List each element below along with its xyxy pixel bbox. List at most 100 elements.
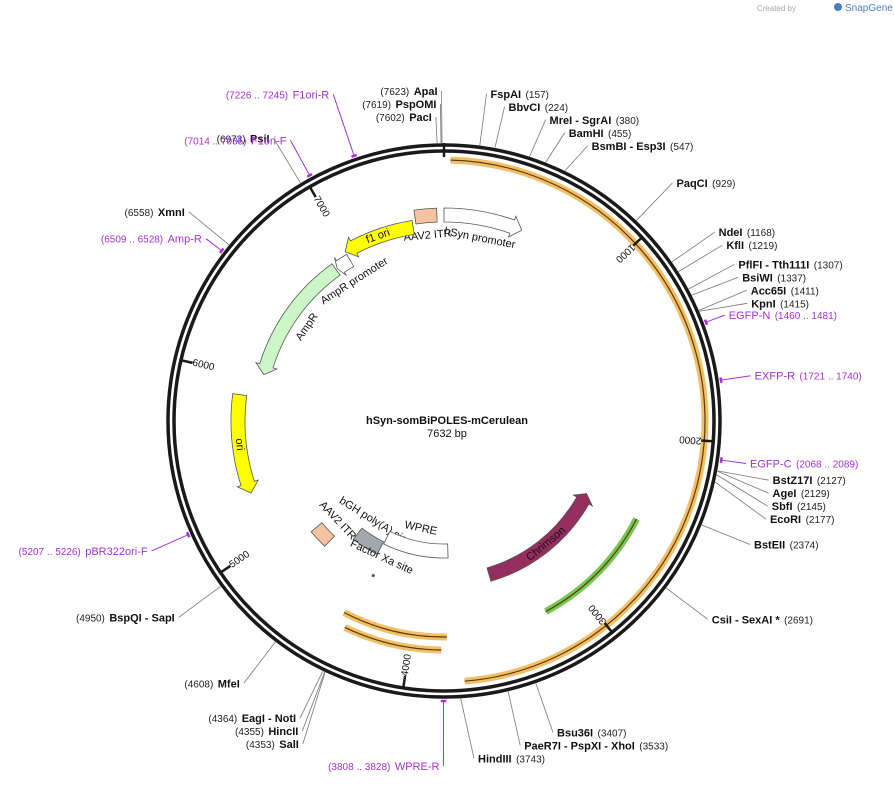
primer-leader — [720, 375, 751, 381]
primer-exfp-r[interactable]: EXFP-R (1721 .. 1740) — [755, 367, 862, 384]
enzyme-bsmbi-esp3i[interactable]: BsmBI - Esp3I (547) — [592, 137, 694, 154]
enzyme-bsu36i[interactable]: Bsu36I (3407) — [557, 723, 626, 740]
enzyme-fspai[interactable]: FspAI (157) — [491, 85, 549, 102]
primer-leader — [332, 94, 355, 156]
annotation-arcs — [342, 156, 709, 685]
primer-leader — [151, 534, 189, 552]
feature-ampr[interactable] — [254, 263, 341, 376]
snapgene-logo: SnapGene — [834, 3, 893, 14]
enzyme-paci[interactable]: (7602) PacI — [376, 108, 432, 125]
primer-leader — [721, 459, 747, 465]
enzyme-bsiwi[interactable]: BsiWI (1337) — [742, 268, 806, 285]
enzyme-leader — [435, 116, 438, 144]
enzyme-leader — [717, 470, 769, 481]
enzyme-mfei[interactable]: (4608) MfeI — [184, 674, 239, 691]
primer-site — [703, 319, 709, 326]
primer-site — [719, 457, 723, 463]
primer-amp-r[interactable]: (6509 .. 6528) Amp-R — [101, 230, 202, 247]
feature-ampr-promoter[interactable] — [333, 253, 355, 276]
enzyme-mrei-sgrai[interactable]: MreI - SgrAI (380) — [550, 111, 640, 128]
scale-tick — [219, 564, 232, 574]
feature-ori[interactable] — [230, 393, 260, 494]
enzyme-leader — [529, 119, 546, 157]
enzyme-acc65i[interactable]: Acc65I (1411) — [751, 281, 819, 298]
enzyme-leader — [273, 138, 301, 184]
enzyme-kfli[interactable]: KflI (1219) — [726, 236, 777, 253]
primer-site — [219, 247, 225, 254]
enzyme-leader — [440, 104, 442, 144]
annotation-arc-core — [343, 611, 447, 638]
enzyme-sbfi[interactable]: SbfI (2145) — [772, 497, 826, 514]
enzyme-sali[interactable]: (4353) SalI — [246, 735, 299, 752]
scale-tick — [603, 622, 614, 634]
feature-aav2-itr[interactable] — [310, 522, 335, 547]
snapgene-brand-label: SnapGene — [845, 3, 893, 14]
feature-bgh-poly-a-signal[interactable] — [352, 527, 385, 555]
scale-tick — [180, 358, 193, 365]
created-by-label: Created by — [757, 4, 796, 13]
scale-tick — [632, 236, 643, 247]
snapgene-logo-icon — [834, 3, 842, 11]
enzyme-leader — [688, 263, 735, 290]
feature-wpre[interactable] — [383, 530, 449, 559]
enzyme-xmni[interactable]: (6558) XmnI — [125, 203, 185, 220]
scale-tick-label: 3000 — [586, 602, 609, 627]
feature-hsyn-promoter[interactable] — [443, 207, 523, 238]
enzyme-paqci[interactable]: PaqCI (929) — [676, 174, 735, 191]
enzyme-paer7i-pspxi-xhoi[interactable]: PaeR7I - PspXI - XhoI (3533) — [524, 736, 668, 753]
primer-site — [351, 153, 358, 158]
scale-tick — [402, 675, 407, 689]
enzyme-apai[interactable]: (7623) ApaI — [380, 82, 437, 99]
enzyme-leader — [564, 145, 588, 171]
enzyme-hincii[interactable]: (4355) HincII — [235, 722, 298, 739]
feature-label: ori — [233, 438, 246, 452]
primer-f1ori-f[interactable]: (7014 .. 7035) F1ori-F — [184, 131, 286, 148]
enzyme-leader — [716, 474, 768, 507]
enzyme-bsteii[interactable]: BstEII (2374) — [754, 536, 819, 553]
scale-tick — [308, 186, 317, 198]
enzyme-ndei[interactable]: NdeI (1168) — [719, 223, 775, 240]
feature-aav2-itr[interactable] — [413, 207, 438, 225]
enzyme-leader — [479, 93, 487, 146]
enzyme-bstz17i[interactable]: BstZ17I (2127) — [773, 471, 846, 488]
enzyme-csii-sexai[interactable]: CsiI - SexAI * (2691) — [712, 610, 813, 627]
primer-pbr322ori-f[interactable]: (5207 .. 5226) pBR322ori-F — [19, 542, 148, 559]
scale-tick — [701, 439, 714, 443]
primer-site — [306, 172, 313, 178]
primer-f1ori-r[interactable]: (7226 .. 7245) F1ori-R — [226, 85, 329, 102]
enzyme-leader — [691, 276, 739, 296]
primer-egfp-c[interactable]: EGFP-C (2068 .. 2089) — [750, 455, 858, 472]
enzyme-pspomi[interactable]: (7619) PspOMI — [362, 95, 436, 112]
enzyme-agei[interactable]: AgeI (2129) — [773, 484, 830, 501]
feature-label: AAV2 ITR — [403, 228, 452, 244]
enzyme-bamhi[interactable]: BamHI (455) — [569, 124, 632, 141]
enzyme-leader — [636, 182, 673, 221]
enzyme-leader — [188, 211, 230, 246]
feature-f1-ori[interactable] — [344, 220, 415, 258]
feature-chrimson[interactable] — [486, 493, 594, 582]
enzyme-leader — [701, 524, 751, 545]
enzyme-psii[interactable]: (6973) PsiI — [217, 129, 270, 146]
enzyme-leader — [717, 470, 769, 494]
scale-tick-label: 2000 — [678, 433, 701, 446]
scale-tick-label: 6000 — [191, 358, 216, 374]
enzyme-pflfi-tth111i[interactable]: PflFI - Tth111I (1307) — [738, 255, 842, 272]
enzyme-hindiii[interactable]: HindIII (3743) — [478, 749, 545, 766]
enzyme-leader — [545, 132, 566, 163]
enzyme-leader — [460, 698, 475, 759]
enzyme-bbvci[interactable]: BbvCI (224) — [509, 98, 569, 115]
annotation-arc-core — [450, 159, 706, 682]
primers-layer: (7226 .. 7245) F1ori-R (7014 .. 7035) F1o… — [19, 85, 862, 774]
primer-wpre-r[interactable]: (3808 .. 3828) WPRE-R — [328, 757, 439, 774]
enzyme-leader — [299, 671, 324, 719]
enzyme-kpni[interactable]: KpnI (1415) — [751, 294, 809, 311]
scale-tick-label: 4000 — [400, 653, 414, 677]
enzymes-layer: FspAI (157)BbvCI (224)MreI - SgrAI (380)… — [76, 82, 846, 766]
enzyme-ecori[interactable]: EcoRI (2177) — [770, 510, 835, 527]
enzyme-bspqi-sapi[interactable]: (4950) BspQI - SapI — [76, 608, 175, 625]
enzyme-eagi-noti[interactable]: (4364) EagI - NotI — [208, 709, 296, 726]
primer-egfp-n[interactable]: EGFP-N (1460 .. 1481) — [729, 306, 837, 323]
feature-factor-xa-site[interactable] — [371, 573, 376, 578]
